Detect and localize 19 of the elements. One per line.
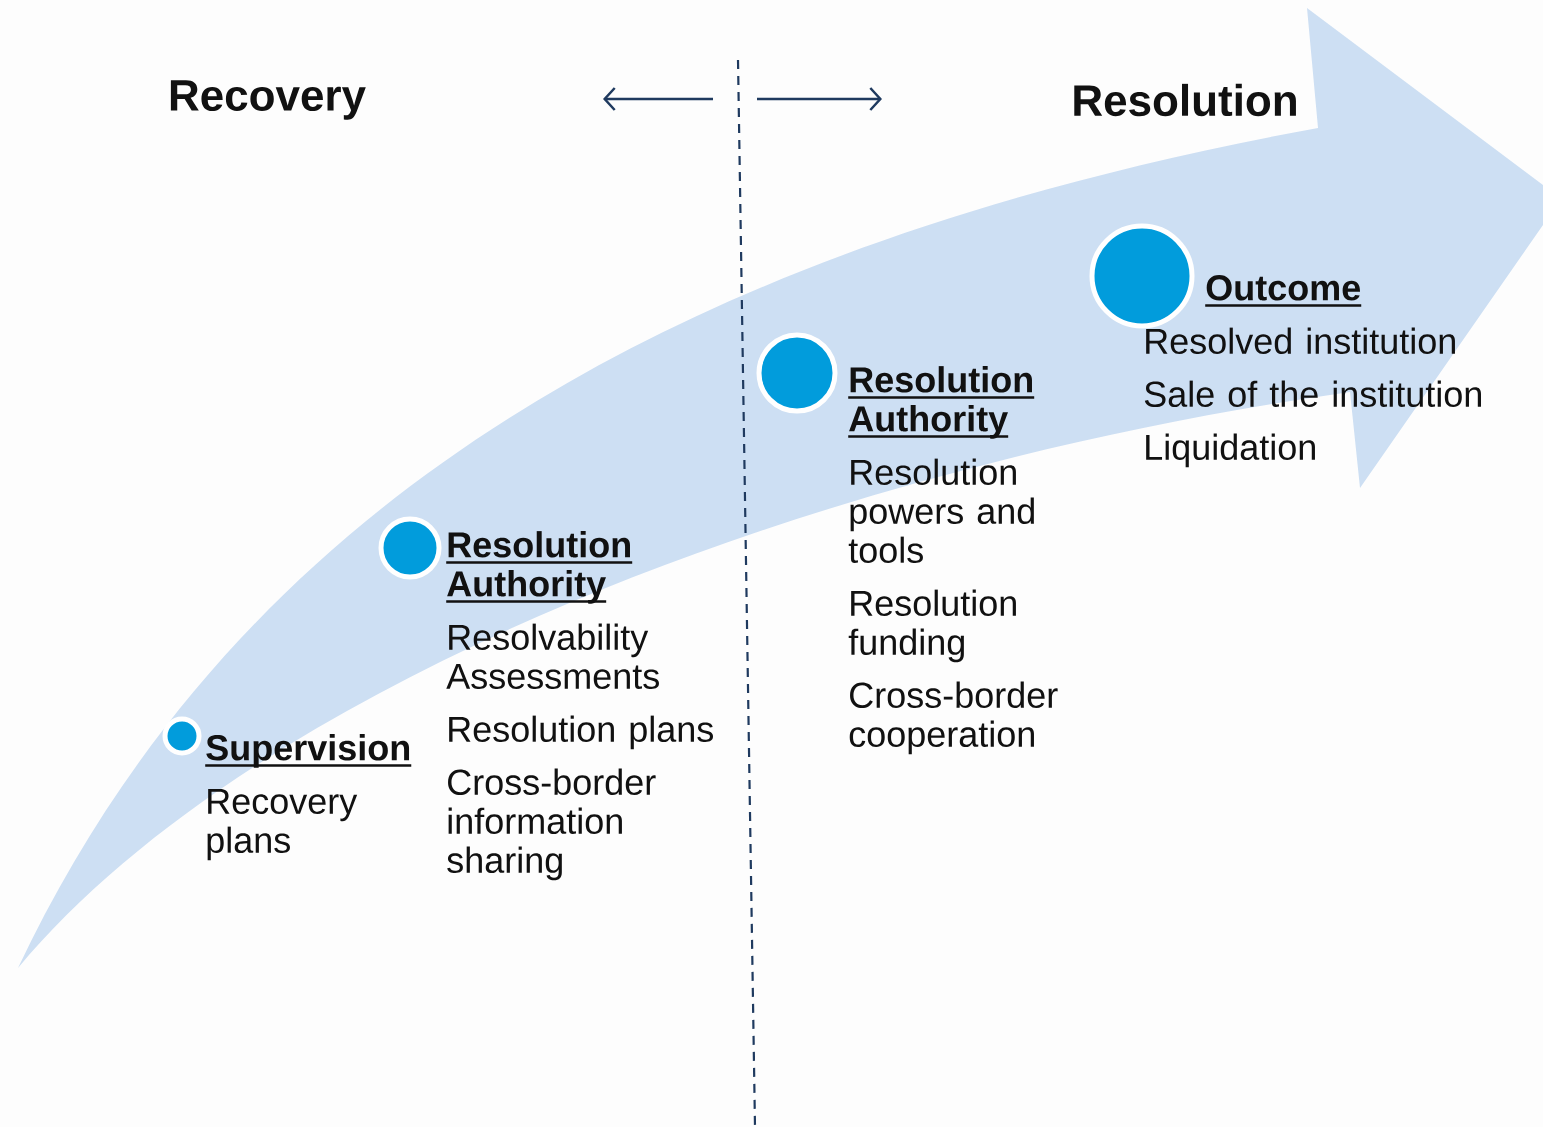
section-heading: Supervision	[205, 734, 412, 768]
circle-marker	[162, 716, 202, 756]
list-item: Sale of the institution	[1144, 380, 1481, 408]
column-heading: Resolution	[1074, 83, 1296, 117]
circle-marker	[756, 332, 838, 414]
list-item: Resolved institution	[1146, 327, 1455, 355]
list-item: Cross-border cooperation	[849, 681, 1058, 755]
section-heading: Resolution Authority	[446, 531, 633, 604]
list-item: Recovery plans	[207, 788, 358, 861]
section-heading: Resolution Authority	[848, 366, 1035, 439]
list-item: Cross-border information sharing	[447, 768, 656, 881]
circle-marker	[1089, 223, 1195, 329]
column-heading: Recovery	[170, 80, 366, 120]
list-item: Resolution powers and tools	[848, 458, 1034, 564]
list-item: Resolution plans	[449, 715, 713, 750]
list-item: Resolution funding	[848, 589, 1016, 663]
list-item: Liquidation	[1146, 433, 1315, 468]
list-item: Resolvability Assessments	[446, 623, 659, 690]
section-heading: Outcome	[1205, 275, 1362, 307]
